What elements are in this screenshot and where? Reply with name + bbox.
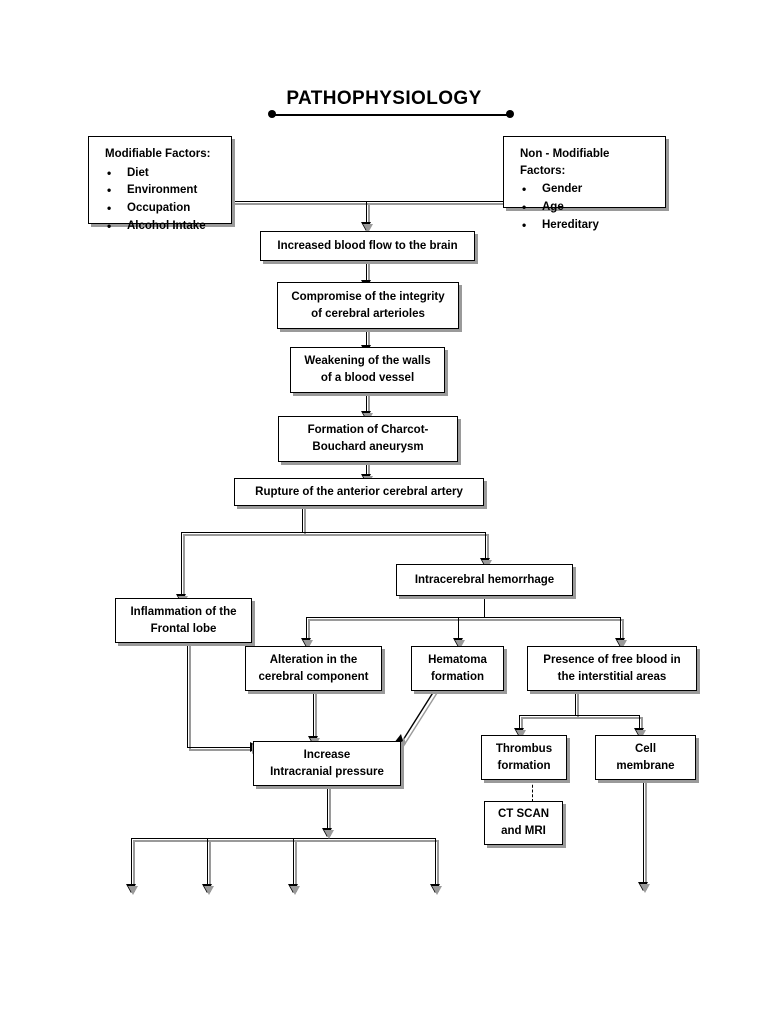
box-line: Formation of Charcot- <box>307 424 429 437</box>
box-ct-scan-and-mri[interactable]: CT SCAN and MRI <box>484 801 563 845</box>
arrow-outcome-1 <box>126 884 138 895</box>
box-line: Hematoma <box>428 653 487 666</box>
box-line: Increase <box>303 748 351 761</box>
box-line: Compromise of the integrity <box>291 290 445 303</box>
box-hematoma-formation[interactable]: Hematoma formation <box>411 646 504 691</box>
box-line: Inflammation of the <box>130 605 237 618</box>
list-item: Environment <box>101 181 206 200</box>
modifiable-factors-list: Diet Environment Occupation Alcohol Inta… <box>101 164 206 236</box>
list-item: Gender <box>516 180 599 199</box>
arrow-icp-to-outcome-bar <box>322 828 334 839</box>
non-modifiable-factors-heading: Non - Modifiable Factors: <box>520 148 610 177</box>
box-charcot-bouchard-aneurysm[interactable]: Formation of Charcot- Bouchard aneurysm <box>278 416 458 462</box>
box-line: membrane <box>616 759 675 772</box>
list-item: Alcohol Intake <box>101 217 206 236</box>
box-line: Cell <box>634 742 657 755</box>
box-line: Rupture of the anterior cerebral artery <box>255 485 463 498</box>
title-dot-left-icon <box>268 110 276 118</box>
arrow-outcome-4 <box>430 884 442 895</box>
box-thrombus-formation[interactable]: Thrombus formation <box>481 735 567 780</box>
box-free-blood-interstitial[interactable]: Presence of free blood in the interstiti… <box>527 646 697 691</box>
box-increased-blood-flow[interactable]: Increased blood flow to the brain <box>260 231 475 261</box>
box-intracerebral-hemorrhage[interactable]: Intracerebral hemorrhage <box>396 564 573 596</box>
box-alteration-cerebral-component[interactable]: Alteration in the cerebral component <box>245 646 382 691</box>
non-modifiable-factors-list: Gender Age Hereditary <box>516 180 599 235</box>
box-line: and MRI <box>501 825 546 837</box>
box-line: Bouchard aneurysm <box>312 441 424 453</box>
box-line: the interstitial areas <box>557 670 667 683</box>
arrow-to-increased-blood-flow <box>361 222 373 233</box>
box-line: of cerebral arterioles <box>311 307 425 320</box>
box-weakening-walls[interactable]: Weakening of the walls of a blood vessel <box>290 347 445 393</box>
arrow-to-alteration <box>301 638 313 649</box>
box-line: Intracranial pressure <box>270 765 384 778</box>
box-inflammation-frontal-lobe[interactable]: Inflammation of the Frontal lobe <box>115 598 252 643</box>
modifiable-factors-heading: Modifiable Factors: <box>105 148 211 160</box>
connector-to-hematoma <box>458 617 460 643</box>
box-line: of a blood vessel <box>320 372 415 384</box>
arrow-outcome-2 <box>202 884 214 895</box>
title-underline <box>271 114 510 116</box>
arrow-to-free-blood <box>615 638 627 649</box>
box-line: Weakening of the walls <box>304 355 431 368</box>
connector-thrombus-to-ct-scan-dashed <box>532 780 533 802</box>
list-item: Occupation <box>101 199 206 218</box>
arrow-to-hematoma <box>453 638 465 649</box>
box-rupture-anterior-cerebral-artery[interactable]: Rupture of the anterior cerebral artery <box>234 478 484 506</box>
box-line: CT SCAN <box>497 808 550 821</box>
box-line: Frontal lobe <box>150 622 217 635</box>
arrow-to-cell-membrane <box>634 728 646 739</box>
list-item: Hereditary <box>516 216 599 235</box>
box-line: Increased blood flow to the brain <box>277 239 458 252</box>
box-line: Intracerebral hemorrhage <box>414 573 555 586</box>
box-compromise-integrity[interactable]: Compromise of the integrity of cerebral … <box>277 282 459 329</box>
box-line: Presence of free blood in <box>543 653 681 666</box>
box-line: formation <box>497 759 551 772</box>
title-dot-right-icon <box>506 110 514 118</box>
page-title: PATHOPHYSIOLOGY <box>0 88 768 110</box>
box-line: cerebral component <box>258 670 369 683</box>
arrow-to-thrombus <box>514 728 526 739</box>
box-non-modifiable-factors[interactable]: Non - Modifiable Factors: Gender Age Her… <box>503 136 666 234</box>
box-increase-intracranial-pressure[interactable]: Increase Intracranial pressure <box>253 741 401 786</box>
arrow-cell-membrane-outcome <box>638 882 650 893</box>
page-title-text: PATHOPHYSIOLOGY <box>286 88 482 109</box>
box-cell-membrane[interactable]: Cell membrane <box>595 735 696 780</box>
connector-hemorrhage-stem <box>484 596 486 618</box>
box-line: Thrombus <box>495 742 553 755</box>
box-line: Alteration in the <box>269 653 358 666</box>
list-item: Diet <box>101 164 206 183</box>
box-modifiable-factors[interactable]: Modifiable Factors: Diet Environment Occ… <box>88 136 232 236</box>
box-line: formation <box>430 670 485 683</box>
arrow-outcome-3 <box>288 884 300 895</box>
list-item: Age <box>516 198 599 217</box>
